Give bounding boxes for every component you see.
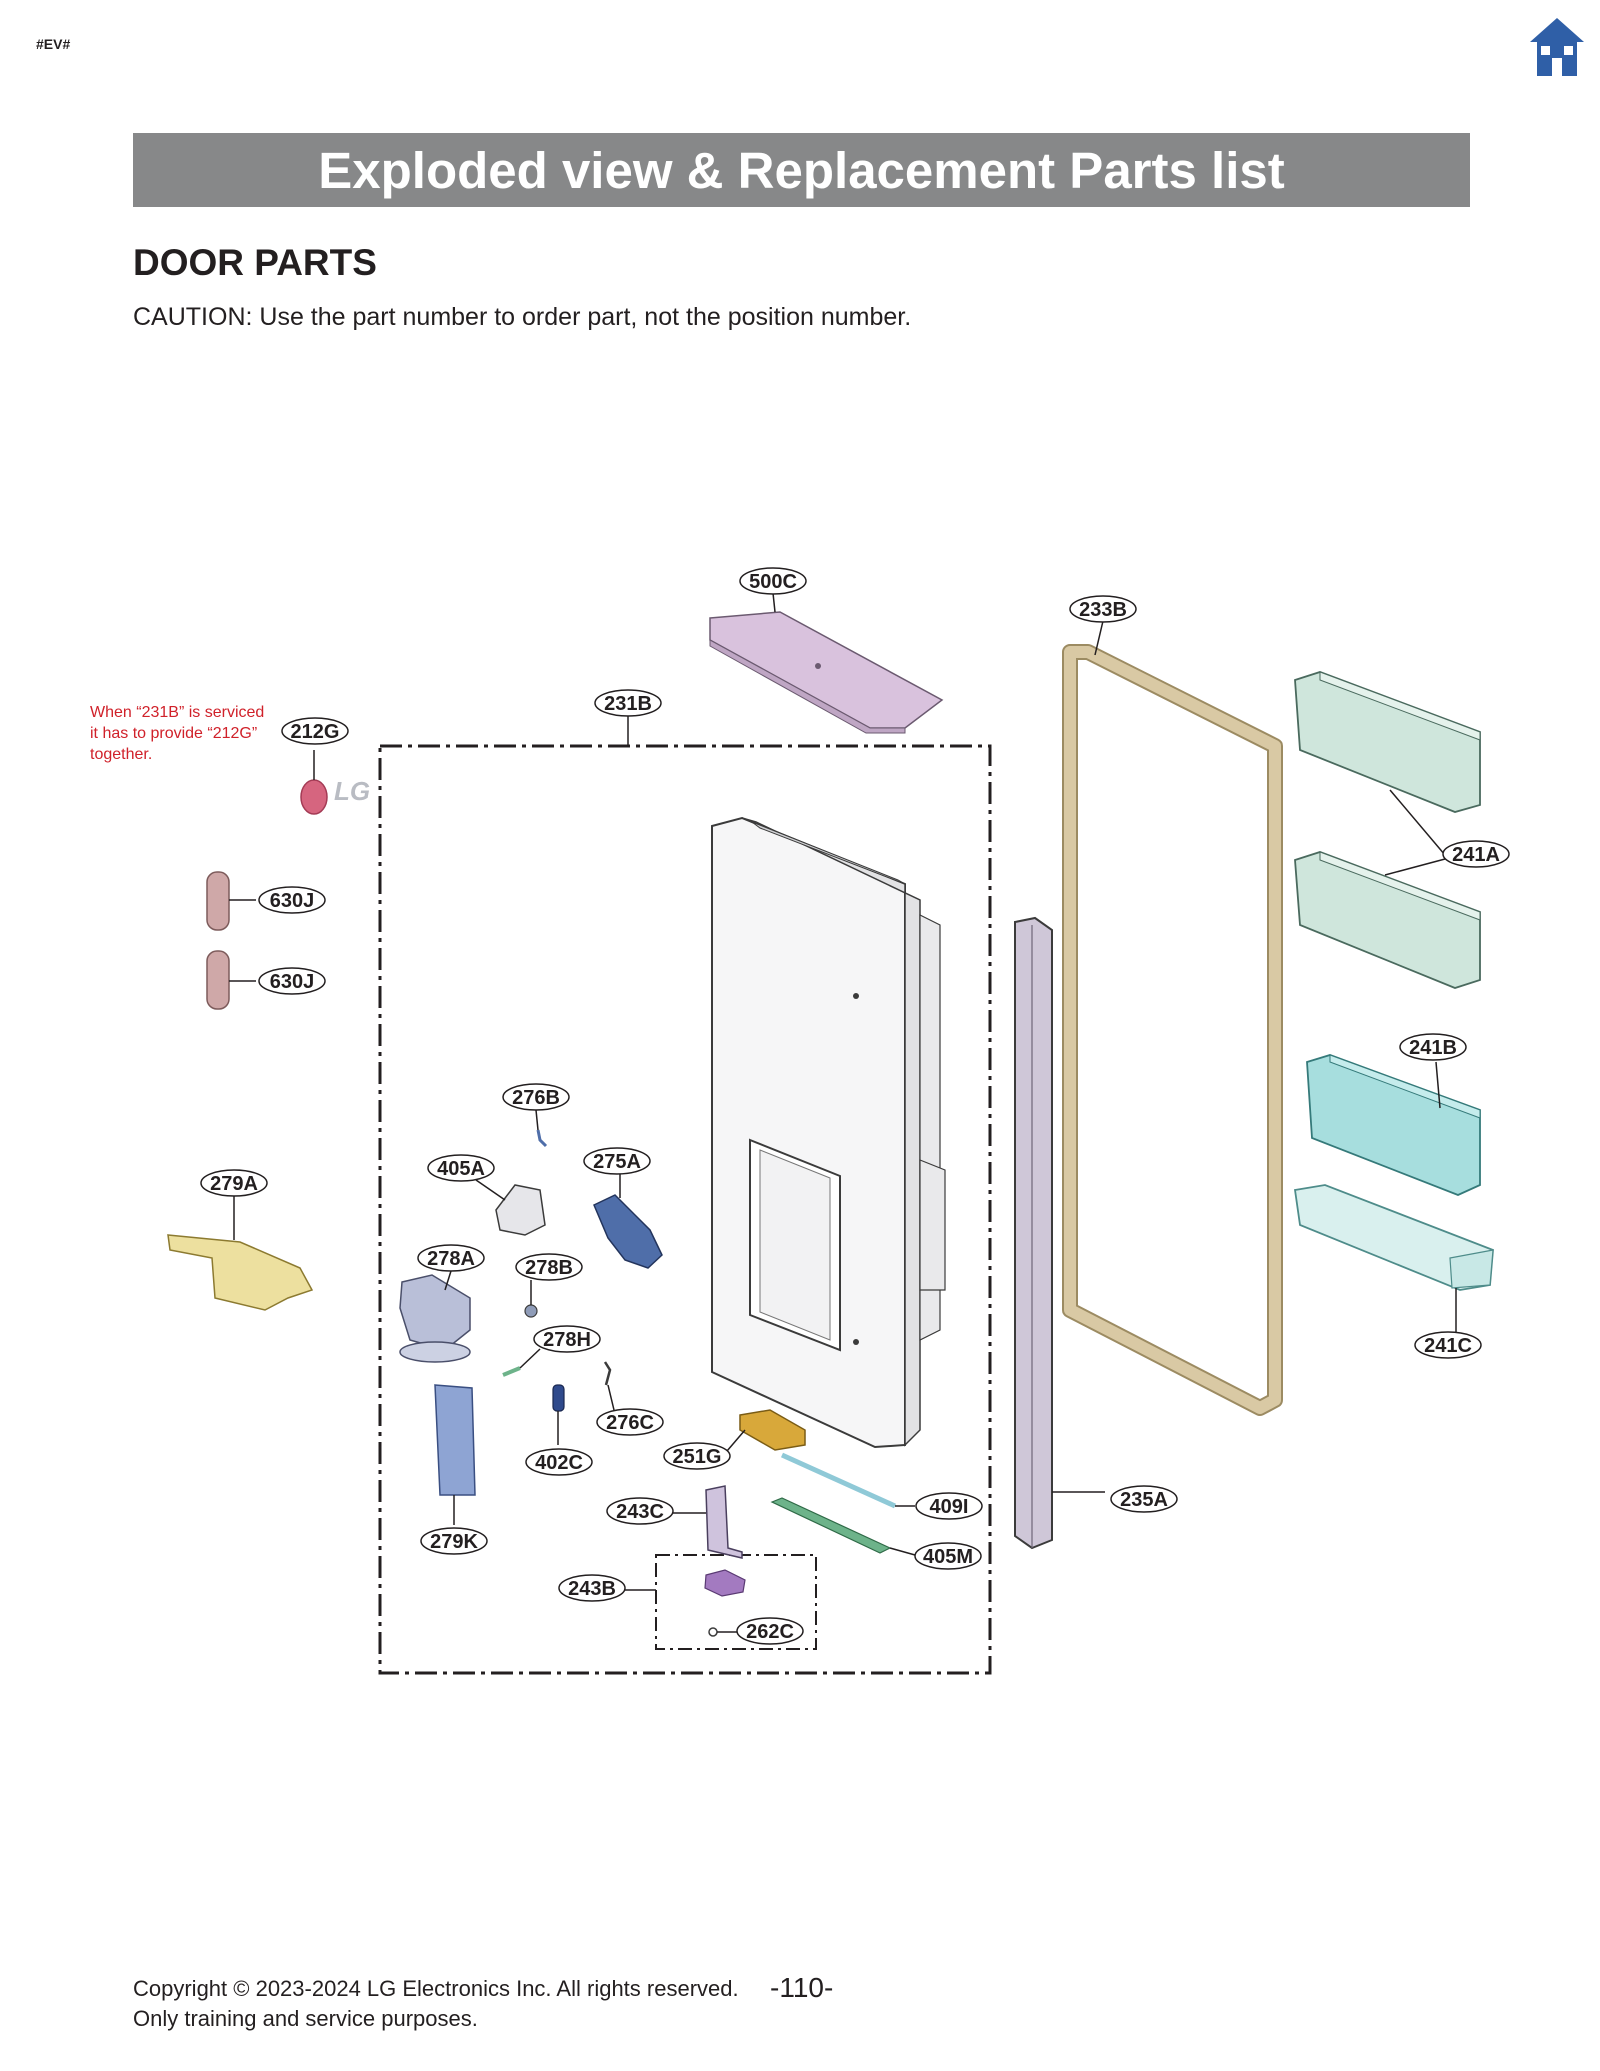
part-door-liner [711,816,946,1449]
callout-630J-upper: 630J [258,886,326,914]
part-279K-cover [434,1384,476,1525]
callout-241C: 241C [1414,1331,1482,1359]
callout-241B: 241B [1399,1033,1467,1061]
footer-copyright: Copyright © 2023-2024 LG Electronics Inc… [133,1976,739,2001]
part-235A-hinge-bar [1014,916,1105,1550]
callout-405A: 405A [427,1154,495,1182]
callout-243B: 243B [558,1574,626,1602]
part-278A-funnel [399,1270,471,1363]
page-number: -110- [770,1972,834,2003]
svg-text:243B: 243B [568,1578,616,1600]
document-tag: #EV# [36,36,71,52]
svg-text:279K: 279K [430,1531,478,1553]
svg-text:405M: 405M [923,1546,973,1568]
part-500C-cover [709,592,944,734]
page-title: Exploded view & Replacement Parts list [318,141,1285,199]
callout-405M: 405M [914,1542,982,1570]
subassembly-243B-boundary [655,1554,817,1650]
callout-278A: 278A [417,1244,485,1272]
svg-text:278B: 278B [525,1257,573,1279]
part-278B-gear [524,1280,538,1318]
service-note-line-1: When “231B” is serviced [90,704,264,721]
callout-275A: 275A [583,1147,651,1175]
svg-text:276C: 276C [606,1412,654,1434]
svg-text:402C: 402C [535,1452,583,1474]
part-276B-pin [535,1109,548,1148]
svg-text:235A: 235A [1120,1489,1168,1511]
part-409I-strip [780,1452,915,1509]
callout-231B: 231B [594,689,662,717]
callout-276B: 276B [502,1083,570,1111]
svg-text:233B: 233B [1079,599,1127,621]
svg-text:251G: 251G [673,1446,722,1468]
callout-276C: 276C [596,1408,664,1436]
callout-241A: 241A [1442,840,1510,868]
callout-262C: 262C [736,1617,804,1645]
assembly-231B-boundary [378,744,992,1675]
callout-402C: 402C [525,1448,593,1476]
callout-212G: 212G [281,717,349,745]
part-241A-bin-lower [1294,851,1481,989]
part-251G-bracket [726,1409,806,1452]
callout-235A: 235A [1110,1485,1178,1513]
callout-251G: 251G [663,1442,731,1470]
svg-text:243C: 243C [616,1501,664,1523]
part-276C-wire [603,1361,615,1411]
callout-500C: 500C [739,567,807,595]
part-233B-gasket [1062,620,1283,1416]
part-243B-clip [624,1569,746,1597]
caution-text: CAUTION: Use the part number to order pa… [133,303,912,331]
callout-409I: 409I [915,1492,983,1520]
part-262C-spring [708,1627,738,1637]
svg-text:409I: 409I [930,1496,969,1518]
part-630J-pad-upper [206,871,256,931]
part-243C-bracket [672,1485,743,1559]
lg-logo-text: LG [334,776,370,806]
service-note-line-3: together. [90,746,152,763]
part-405A-switch [475,1179,546,1236]
svg-text:241A: 241A [1452,844,1500,866]
exploded-view-diagram: When “231B” is serviced it has to provid… [90,567,1510,1675]
callout-233B: 233B [1069,595,1137,623]
part-402C-sensor [552,1384,565,1445]
callout-630J-lower: 630J [258,967,326,995]
svg-text:278A: 278A [427,1248,475,1270]
svg-text:279A: 279A [210,1173,258,1195]
part-212G-lg-logo: LG [300,750,370,815]
svg-text:262C: 262C [746,1621,794,1643]
part-241B-bin-blue [1306,1054,1481,1196]
svg-text:278H: 278H [543,1329,591,1351]
callout-279K: 279K [420,1527,488,1555]
part-275A-actuator [593,1174,663,1269]
page-title-bar: Exploded view & Replacement Parts list [133,133,1470,207]
part-278H-spring [502,1348,541,1377]
part-241C-bin [1293,1184,1494,1338]
part-630J-pad-lower [206,950,256,1010]
callout-243C: 243C [606,1497,674,1525]
svg-text:241B: 241B [1409,1037,1457,1059]
svg-text:241C: 241C [1424,1335,1472,1357]
callout-279A: 279A [200,1169,268,1197]
callout-278H: 278H [533,1325,601,1353]
svg-text:500C: 500C [749,571,797,593]
svg-text:275A: 275A [593,1151,641,1173]
home-button[interactable] [1528,16,1586,80]
svg-text:212G: 212G [291,721,340,743]
service-note-line-2: it has to provide “212G” [90,725,257,742]
svg-text:276B: 276B [512,1087,560,1109]
part-405M-strip [770,1497,916,1556]
section-title: DOOR PARTS [133,242,377,283]
part-241A-bin-upper [1294,671,1481,856]
callout-278B: 278B [515,1253,583,1281]
footer-note: Only training and service purposes. [133,2006,478,2031]
home-icon [1530,18,1584,76]
part-279A-lever [167,1196,314,1311]
svg-text:630J: 630J [270,971,315,993]
svg-text:630J: 630J [270,890,315,912]
svg-text:231B: 231B [604,693,652,715]
svg-text:405A: 405A [437,1158,485,1180]
